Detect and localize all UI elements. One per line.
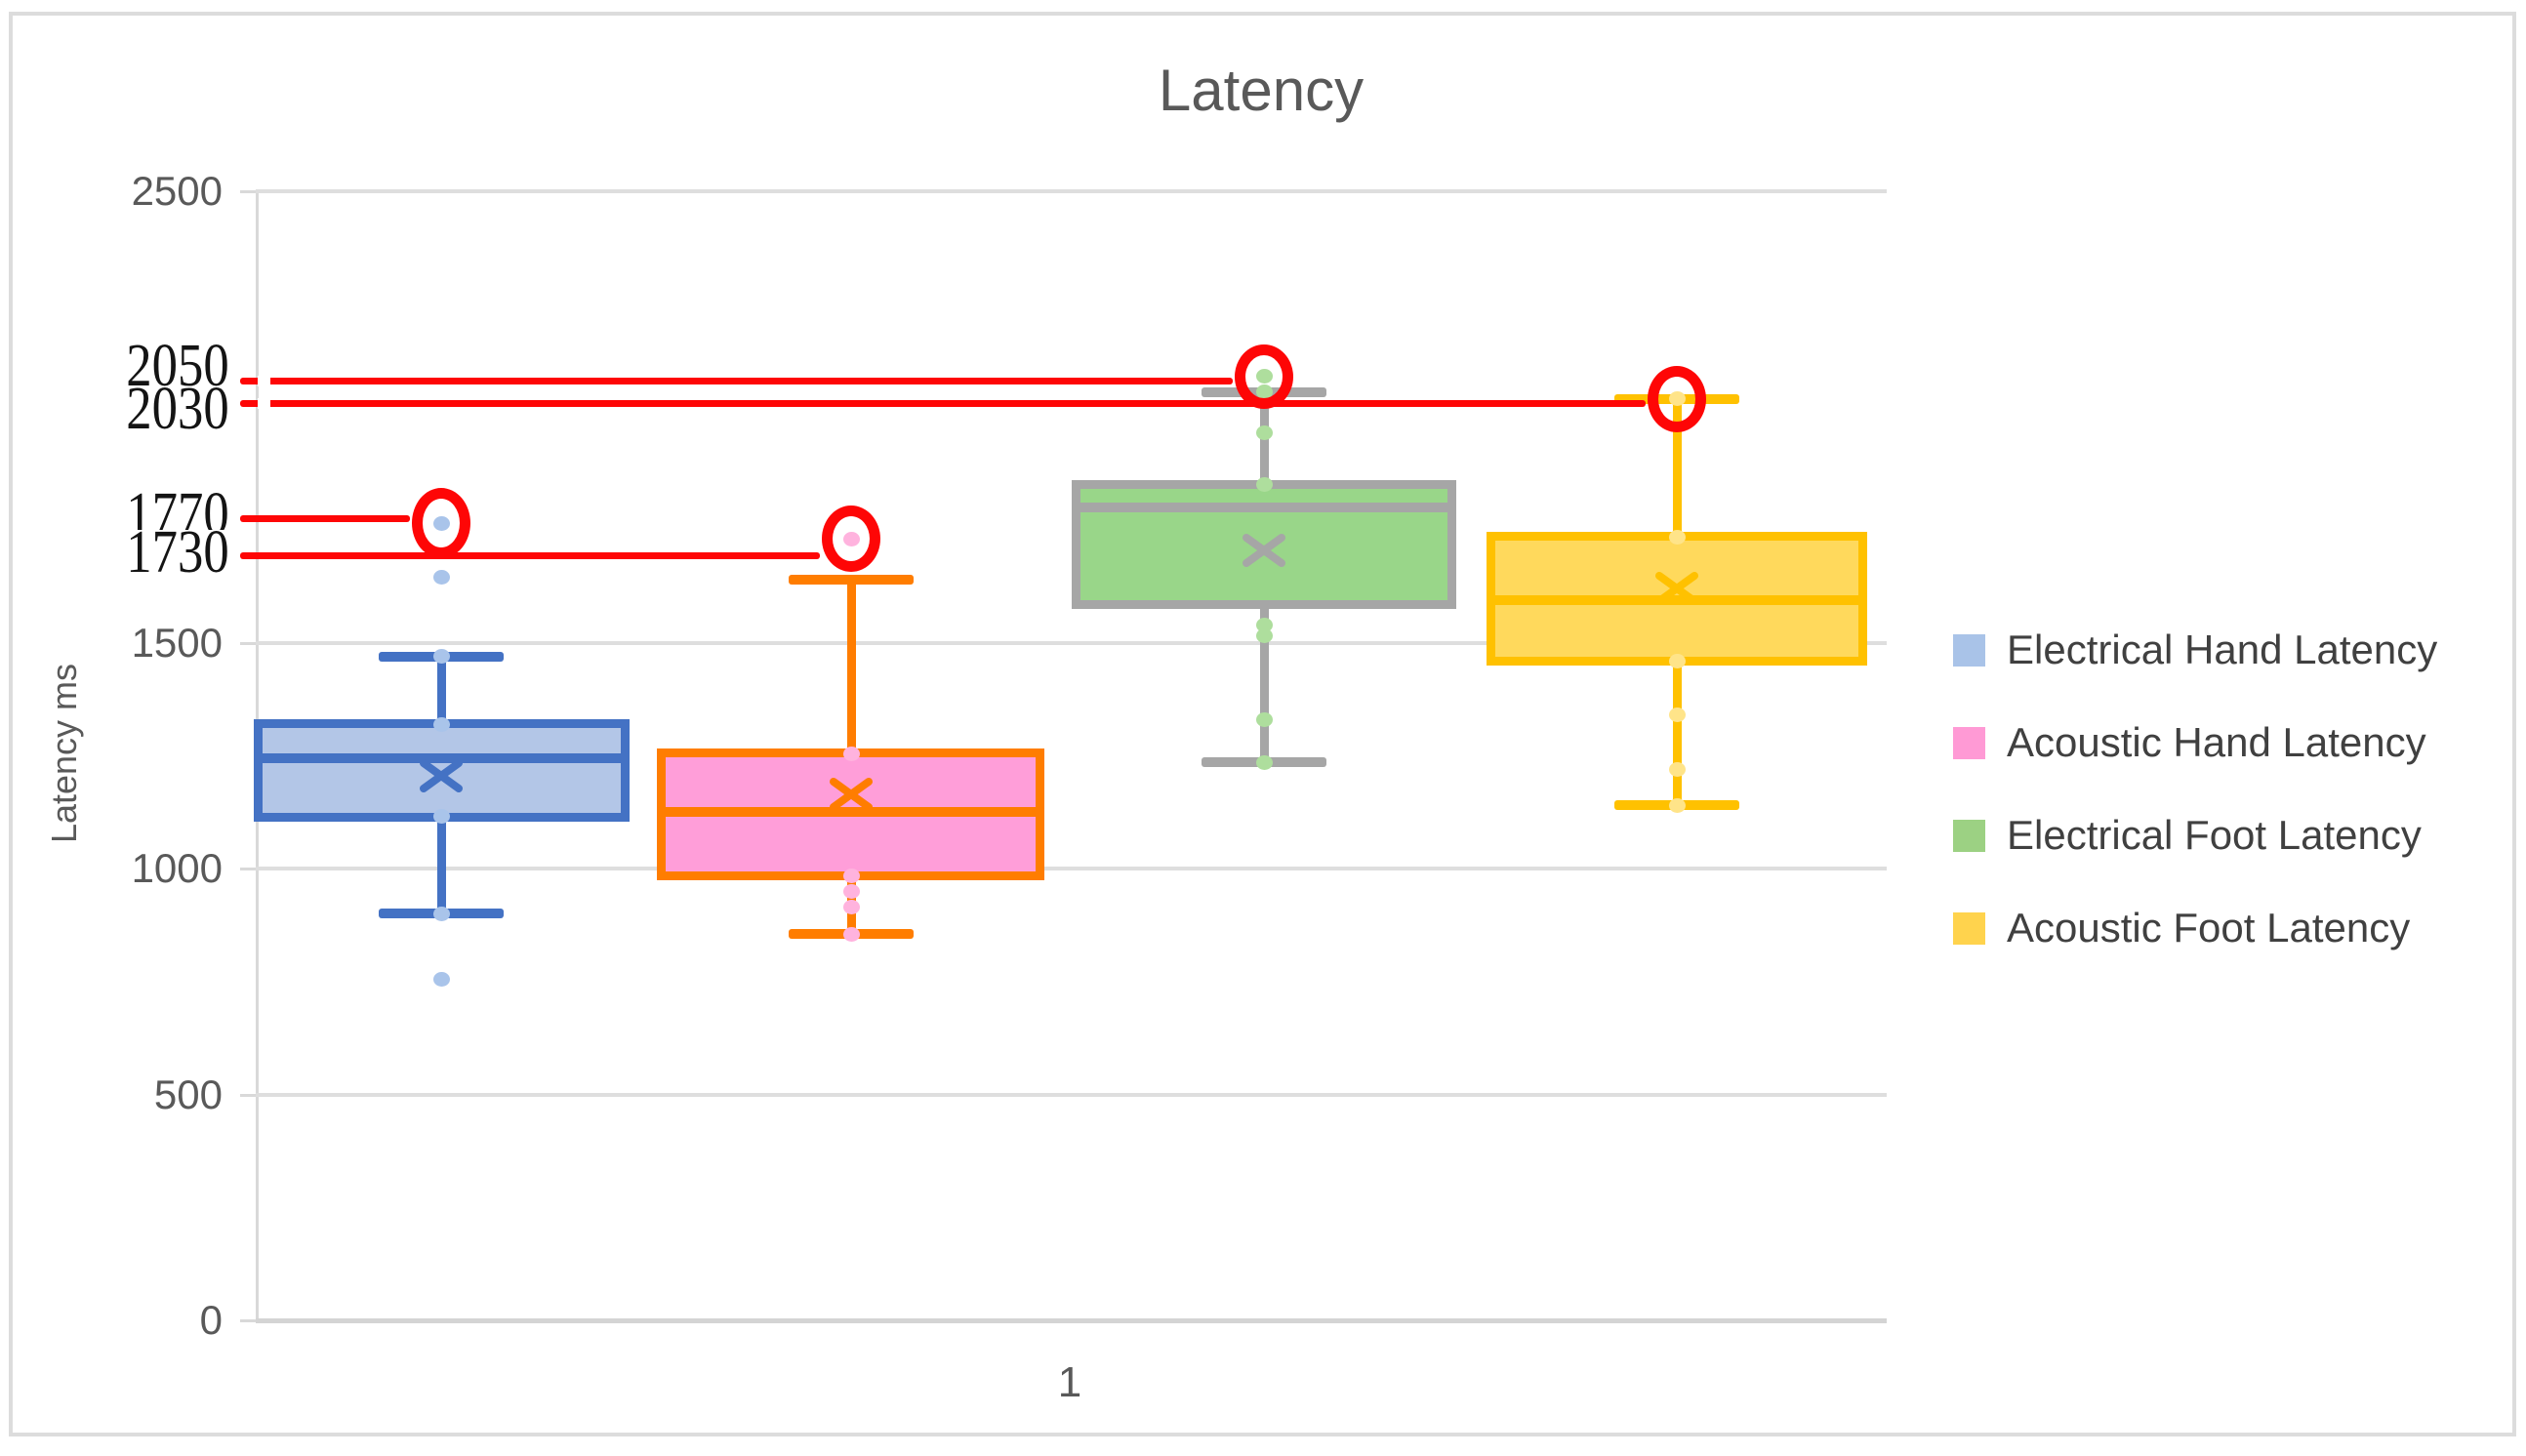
legend-item-acoustic-hand-latency[interactable]: Acoustic Hand Latency bbox=[1953, 717, 2426, 768]
y-axis-tick-mark bbox=[240, 868, 256, 871]
gridline bbox=[256, 1318, 1887, 1323]
annotation-value-label[interactable]: 2030 bbox=[118, 379, 237, 439]
data-point-dot[interactable] bbox=[1668, 797, 1686, 813]
y-axis-tick-label[interactable]: 0 bbox=[199, 1297, 223, 1343]
median-line[interactable] bbox=[254, 752, 630, 763]
data-point-dot[interactable] bbox=[842, 746, 860, 761]
whisker-line-top[interactable] bbox=[846, 580, 856, 754]
data-point-dot[interactable] bbox=[432, 570, 450, 586]
y-axis-tick-label[interactable]: 1000 bbox=[131, 845, 223, 892]
legend-label: Electrical Foot Latency bbox=[2007, 812, 2422, 858]
annotation-value-label[interactable]: 2050 bbox=[118, 336, 237, 396]
data-point-dot[interactable] bbox=[432, 809, 450, 825]
legend-swatch-acoustic-foot bbox=[1953, 911, 1985, 945]
whisker-line-bottom[interactable] bbox=[1672, 661, 1682, 806]
data-point-dot[interactable] bbox=[432, 972, 450, 988]
data-point-dot[interactable] bbox=[1255, 477, 1273, 493]
gridline bbox=[256, 640, 1887, 645]
annotation-circle-1730[interactable] bbox=[822, 506, 880, 573]
y-axis-tick-mark bbox=[240, 1093, 256, 1097]
mean-marker[interactable] bbox=[829, 777, 874, 817]
data-point-dot[interactable] bbox=[1255, 628, 1273, 644]
data-point-dot[interactable] bbox=[1255, 711, 1273, 727]
annotation-circle-1770[interactable] bbox=[412, 488, 470, 559]
mean-marker[interactable] bbox=[419, 758, 464, 798]
legend-swatch-electrical-foot bbox=[1953, 819, 1985, 852]
annotation-circle-2030[interactable] bbox=[1648, 365, 1706, 432]
y-axis-tick-label[interactable]: 500 bbox=[153, 1071, 223, 1117]
y-axis-tick-mark bbox=[240, 641, 256, 645]
data-point-dot[interactable] bbox=[842, 926, 860, 942]
data-point-dot[interactable] bbox=[1255, 617, 1273, 632]
whisker-line-top[interactable] bbox=[1672, 398, 1682, 538]
chart-title[interactable]: Latency bbox=[1158, 58, 1365, 123]
whisker-cap-top[interactable] bbox=[789, 575, 914, 585]
legend-item-electrical-hand-latency[interactable]: Electrical Hand Latency bbox=[1953, 625, 2437, 675]
data-point-dot[interactable] bbox=[842, 900, 860, 915]
annotation-line-2050[interactable] bbox=[240, 378, 1233, 384]
chart-border bbox=[9, 12, 2516, 1436]
data-point-dot[interactable] bbox=[1668, 653, 1686, 668]
data-point-dot[interactable] bbox=[1668, 708, 1686, 723]
annotation-line-gap bbox=[258, 376, 270, 386]
legend-label: Acoustic Foot Latency bbox=[2007, 905, 2411, 950]
data-point-dot[interactable] bbox=[1255, 425, 1273, 441]
annotation-line-gap bbox=[258, 398, 270, 409]
box[interactable] bbox=[254, 719, 630, 822]
whisker-line-bottom[interactable] bbox=[1259, 604, 1269, 763]
legend-label: Acoustic Hand Latency bbox=[2007, 719, 2426, 765]
data-point-dot[interactable] bbox=[1668, 529, 1686, 545]
legend-swatch-electrical-hand bbox=[1953, 633, 1985, 667]
annotation-line-1770[interactable] bbox=[240, 515, 410, 522]
data-point-dot[interactable] bbox=[842, 868, 860, 883]
median-line[interactable] bbox=[1072, 502, 1456, 512]
data-point-dot[interactable] bbox=[1255, 754, 1273, 770]
whisker-line-bottom[interactable] bbox=[436, 816, 446, 914]
gridline bbox=[256, 189, 1887, 193]
data-point-dot[interactable] bbox=[432, 906, 450, 921]
y-axis-tick-label[interactable]: 1500 bbox=[131, 619, 223, 666]
x-axis-category-label[interactable]: 1 bbox=[1057, 1358, 1082, 1406]
data-point-dot[interactable] bbox=[432, 716, 450, 732]
y-axis-tick-mark bbox=[240, 1319, 256, 1322]
legend-swatch-acoustic-hand bbox=[1953, 726, 1985, 759]
annotation-circle-2050[interactable] bbox=[1235, 344, 1293, 409]
mean-marker[interactable] bbox=[1242, 533, 1286, 573]
median-line[interactable] bbox=[657, 807, 1044, 818]
gridline bbox=[256, 1092, 1887, 1097]
data-point-dot[interactable] bbox=[1668, 761, 1686, 777]
y-axis-tick-label[interactable]: 2500 bbox=[131, 168, 223, 214]
legend-item-electrical-foot-latency[interactable]: Electrical Foot Latency bbox=[1953, 810, 2422, 861]
data-point-dot[interactable] bbox=[432, 649, 450, 665]
annotation-line-2030[interactable] bbox=[240, 400, 1646, 407]
whisker-line-top[interactable] bbox=[436, 656, 446, 725]
legend-label: Electrical Hand Latency bbox=[2007, 627, 2438, 672]
median-line[interactable] bbox=[1487, 594, 1867, 605]
annotation-line-1730[interactable] bbox=[240, 552, 820, 559]
legend-item-acoustic-foot-latency[interactable]: Acoustic Foot Latency bbox=[1953, 903, 2410, 953]
y-axis-tick-mark bbox=[240, 190, 256, 193]
gridline bbox=[256, 867, 1887, 871]
data-point-dot[interactable] bbox=[842, 883, 860, 899]
mean-marker[interactable] bbox=[1654, 571, 1699, 611]
annotation-value-label[interactable]: 1730 bbox=[118, 522, 237, 583]
